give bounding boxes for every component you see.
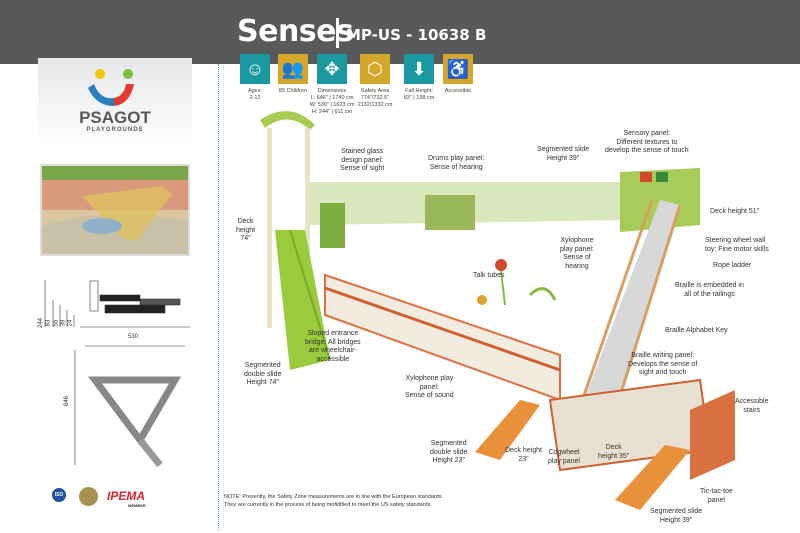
certification-seal [79,487,98,506]
callout-deck-height-23: Deck height 23" [505,447,542,463]
callout-double-slide-23: Segmented double slide Height 23" [430,440,468,464]
spec-child-face: ☺ Ages: 2-12 [225,54,285,102]
callout-braille-alphabet-key: Braille Alphabet Key [665,327,728,334]
callout-cogwheel-panel: Cogwheel play panel [548,449,580,465]
callout-sensory-panel: Sensory panel: Different textures to dev… [605,130,689,154]
callout-steering-wheel-toy: Steering wheel wall toy: Fine motor skil… [705,237,769,253]
safety-note: NOTE: Presently, the Safety Zone measure… [224,494,444,508]
callout-talk-tubes: Talk tubes [473,272,505,279]
page-title: Senses [237,14,354,49]
logo-name: PSAGOT [79,108,151,127]
callout-segmented-slide-39-top: Segmented slide Height 39" [537,146,590,162]
children-group-icon: 👥 [278,54,308,84]
callout-deck-height-51: Deck height 51" [710,208,760,215]
technical-drawing [44,280,190,468]
down-arrow-icon: ⬇ [404,54,434,84]
callout-braille-writing-panel: Braille writing panel: Develops the sens… [628,352,698,376]
callout-deck-height-74: Deck height 74" [236,218,256,242]
spec-label: Ages: 2-12 [247,88,263,101]
callout-accessible-stairs: Accessible stairs [735,398,769,414]
callout-double-slide-74: Segmented double slide Height 74" [244,362,282,386]
site-render-photo [40,164,190,256]
callout-xylophone-sound: Xylophone play panel: Sense of sound [405,375,454,399]
callout-sloped-entrance-bridge: Sloped entrance bridge: All bridges are … [305,330,361,363]
spec-label: Dimensions L: 646" | 1740 cm W: 530" | 1… [309,88,355,115]
spec-hexagon-safety: ⬡ Safety Area 774"/732.5" 2132/1332 cm [345,54,405,109]
side-height-24: 24 [67,319,74,327]
plan-width: 530 [128,334,139,340]
dotted-divider [218,64,219,530]
spec-label: 85 Children [278,88,308,94]
side-height-39: 39 [60,319,67,327]
side-height-244: 244 [38,317,45,329]
logo: PSAGOT PLAYGROUNDS [38,58,192,148]
playground-illustration [260,111,735,510]
hexagon-safety-icon: ⬡ [360,54,390,84]
plan-length: 646 [64,395,71,407]
callout-segmented-slide-39-bottom: Segmented slide Height 39" [650,508,703,524]
wheelchair-icon: ♿ [443,54,473,84]
spec-wheelchair: ♿ Accessible [428,54,488,95]
side-height-83: 83 [45,319,52,327]
callout-braille-railings: Braille is embedded in all of the railin… [675,282,744,298]
dimensions-arrows-icon: ✥ [317,54,347,84]
callout-stained-glass-panel: Stained glass design panel: Sense of sig… [340,148,385,172]
model-code: MP-US - 10638 B [346,26,487,44]
spec-label: Safety Area 774"/732.5" 2132/1332 cm [357,88,393,108]
logo-subtitle: PLAYGROUNDS [86,127,144,133]
spec-label: Fall Height: 83" | 198 cm [403,88,435,101]
logo-mark-icon [88,69,134,106]
ipema-member: MEMBER [128,503,146,508]
callout-xylophone-hearing: Xylophone play panel: Sense of hearing [560,237,594,270]
ipema-logo: IPEMA [107,489,146,503]
spec-down-arrow: ⬇ Fall Height: 83" | 198 cm [389,54,449,102]
spec-children-group: 👥 85 Children [263,54,323,95]
callout-deck-height-35: Deck height 35" [598,444,630,460]
callout-rope-ladder: Rope ladder [713,262,752,269]
spec-dimensions-arrows: ✥ Dimensions L: 646" | 1740 cm W: 530" | … [302,54,362,116]
callout-drums-panel: Drums play panel: Sense of hearing [428,155,485,171]
spec-label: Accessible [444,88,472,94]
child-face-icon: ☺ [240,54,270,84]
side-height-55: 55 [53,319,60,327]
header-band [0,0,800,64]
callout-tic-tac-toe-panel: Tic-tac-toe panel [700,488,733,504]
iso-badge: ISO [52,488,66,502]
title-separator [336,18,339,48]
